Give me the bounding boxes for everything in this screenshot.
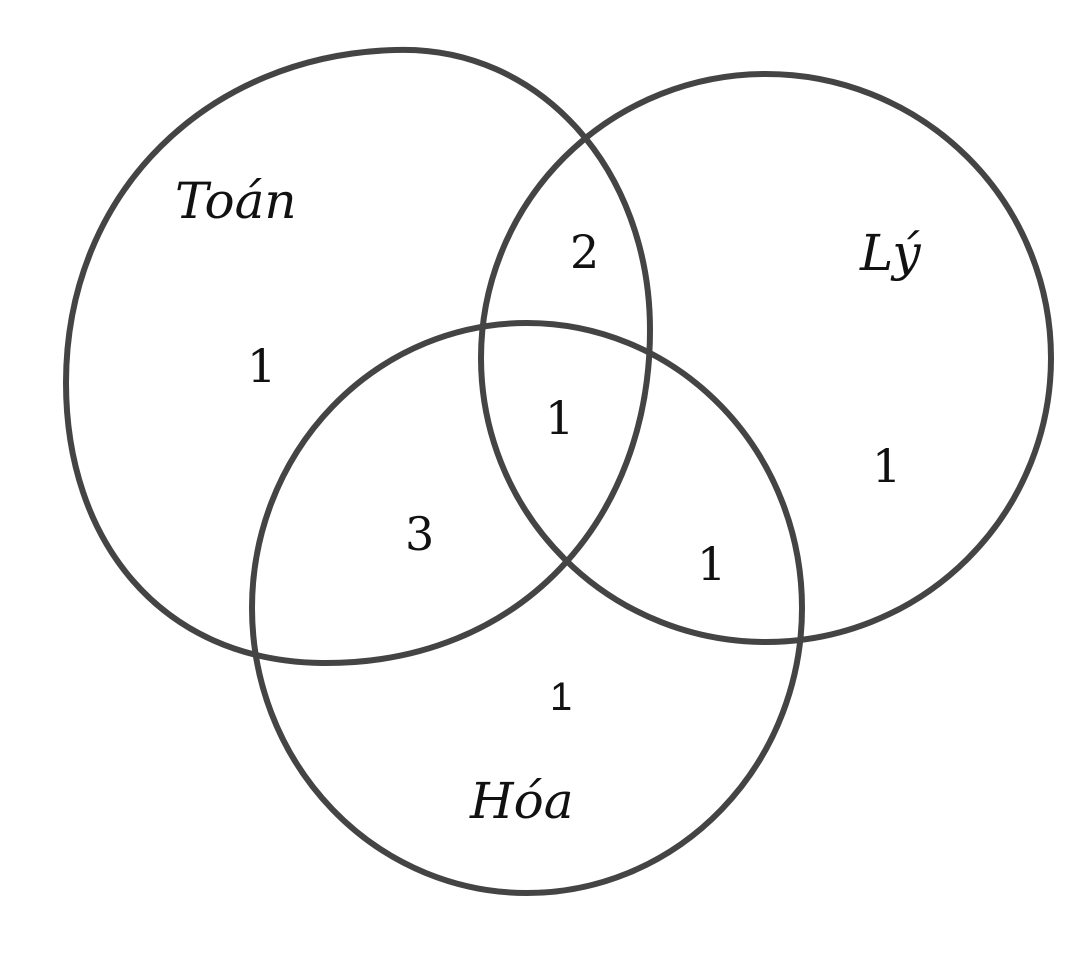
label-ly: Lý	[859, 224, 921, 282]
count-ly-hoa: 1	[697, 537, 726, 591]
count-hoa-only: 1	[550, 675, 572, 719]
circle-ly	[478, 71, 1054, 645]
label-toan: Toán	[175, 172, 297, 230]
circle-hoa	[249, 320, 805, 896]
count-ly-only: 1	[872, 439, 901, 493]
label-hoa: Hóa	[469, 772, 574, 830]
circle-toan	[62, 46, 654, 667]
count-toan-hoa: 3	[405, 507, 434, 561]
count-all-three: 1	[545, 391, 574, 445]
count-toan-ly: 2	[570, 225, 599, 279]
count-toan-only: 1	[247, 339, 276, 393]
